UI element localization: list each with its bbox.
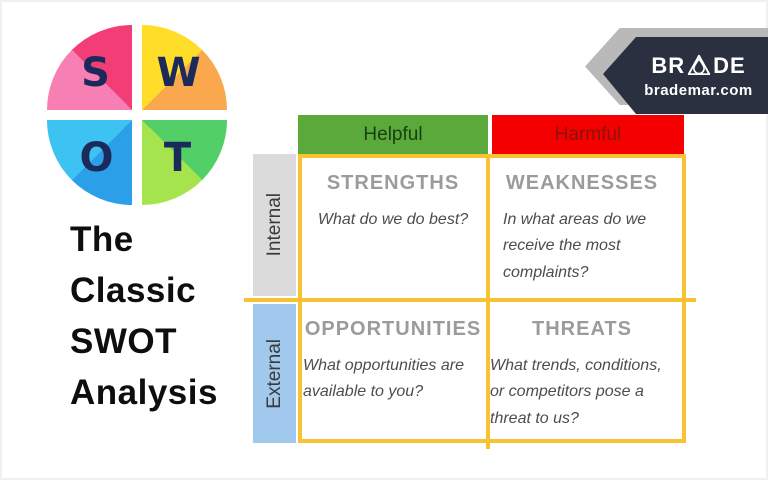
- row-header-internal: Internal: [253, 154, 296, 296]
- brand-left-text: BR: [651, 52, 686, 78]
- weaknesses-title: WEAKNESSES: [505, 172, 659, 194]
- grid-outer-border: [298, 154, 686, 443]
- logo-letter-w: W: [156, 49, 201, 96]
- title-line-4: Analysis: [70, 373, 218, 412]
- page-title: The Classic SWOT Analysis: [70, 214, 218, 418]
- threats-question: What trends, conditions, or competitors …: [490, 357, 662, 427]
- triangle-drop-icon: [687, 54, 711, 75]
- badge-domain-text: brademar.com: [644, 81, 753, 99]
- brand-wordmark: BR DE: [651, 53, 745, 79]
- column-header-helpful: Helpful: [298, 115, 488, 154]
- internal-label: Internal: [263, 193, 285, 257]
- logo-quadrant-strengths: S: [47, 25, 132, 110]
- opportunities-title: OPPORTUNITIES: [304, 318, 482, 340]
- strengths-question: What do we do best?: [317, 211, 469, 228]
- column-header-harmful: Harmful: [492, 115, 684, 154]
- weaknesses-question: In what areas do we receive the most com…: [503, 211, 647, 281]
- helpful-label: Helpful: [363, 123, 423, 145]
- strengths-title: STRENGTHS: [326, 172, 460, 194]
- logo-letter-o: O: [79, 134, 114, 181]
- grid-horizontal-divider: [244, 298, 696, 302]
- threats-title: THREATS: [532, 318, 632, 340]
- opportunities-question: What opportunities are available to you?: [303, 357, 464, 401]
- logo-letter-s: S: [81, 49, 110, 96]
- cell-strengths: STRENGTHS What do we do best?: [301, 172, 485, 233]
- title-line-3: SWOT: [70, 322, 177, 361]
- row-header-external: External: [253, 304, 296, 443]
- title-line-2: Classic: [70, 271, 197, 310]
- cell-weaknesses: WEAKNESSES In what areas do we receive t…: [490, 172, 674, 286]
- cell-opportunities: OPPORTUNITIES What opportunities are ava…: [301, 318, 485, 406]
- brand-right-text: DE: [713, 52, 746, 78]
- logo-letter-t: T: [163, 134, 192, 181]
- grid-vertical-divider: [486, 154, 490, 449]
- title-line-1: The: [70, 220, 134, 259]
- logo-quadrant-opportunities: O: [47, 120, 132, 205]
- harmful-label: Harmful: [554, 123, 622, 145]
- logo-quadrant-threats: T: [142, 120, 227, 205]
- external-label: External: [263, 338, 285, 409]
- cell-threats: THREATS What trends, conditions, or comp…: [490, 318, 674, 432]
- logo-quadrant-weaknesses: W: [142, 25, 227, 110]
- brademar-badge: BR DE brademar.com: [603, 37, 768, 114]
